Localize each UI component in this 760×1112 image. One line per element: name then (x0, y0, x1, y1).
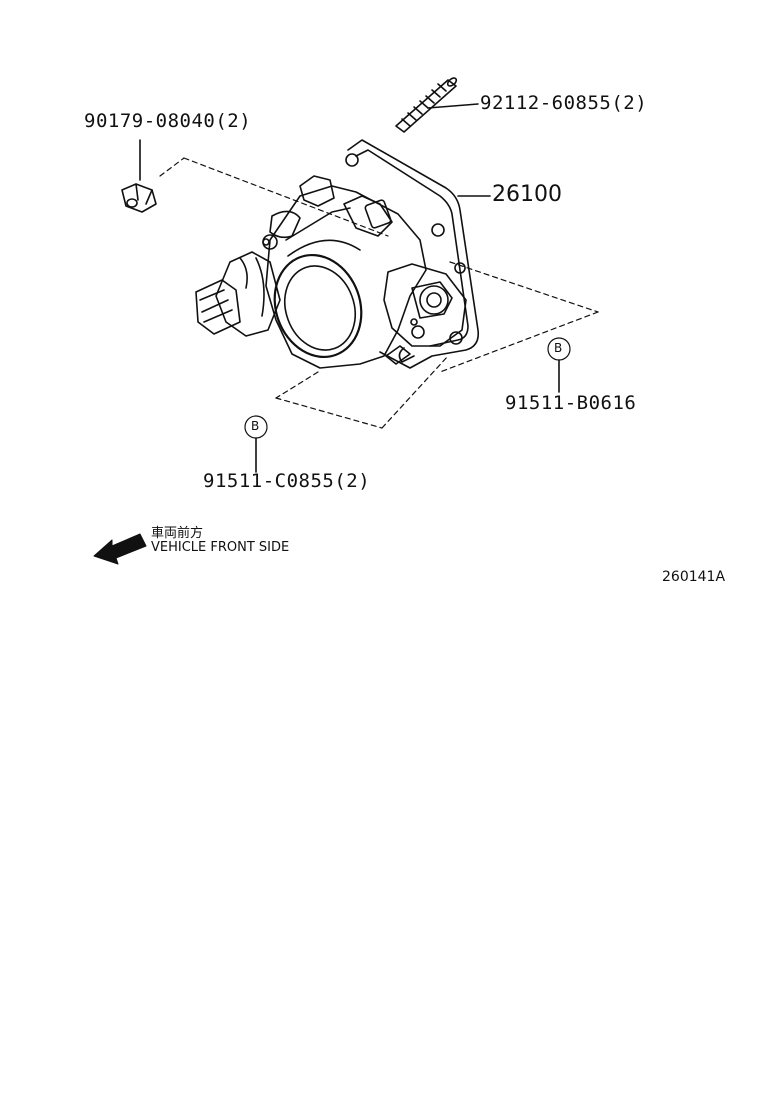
leader-lines (139, 103, 560, 473)
part-label-nut[interactable]: 90179-08040(2) (84, 110, 252, 132)
part-label-throttle-body[interactable]: 26100 (492, 182, 562, 207)
callout-letter-right: B (554, 341, 563, 355)
part-label-stud[interactable]: 92112-60855(2) (480, 92, 648, 114)
throttle-body (195, 139, 480, 369)
callout-circles (244, 337, 571, 439)
vehicle-front-english: VEHICLE FRONT SIDE (151, 540, 290, 555)
diagram-code: 260141A (662, 569, 726, 585)
vehicle-front-japanese: 車両前方 (151, 526, 204, 541)
part-label-bolt-right[interactable]: 91511-B0616 (505, 392, 637, 414)
nut (121, 183, 157, 213)
stud-bolt (395, 77, 458, 133)
callout-letter-bottom: B (251, 419, 260, 433)
vehicle-front-arrow (93, 533, 147, 565)
part-label-bolt-bottom[interactable]: 91511-C0855(2) (203, 470, 371, 492)
